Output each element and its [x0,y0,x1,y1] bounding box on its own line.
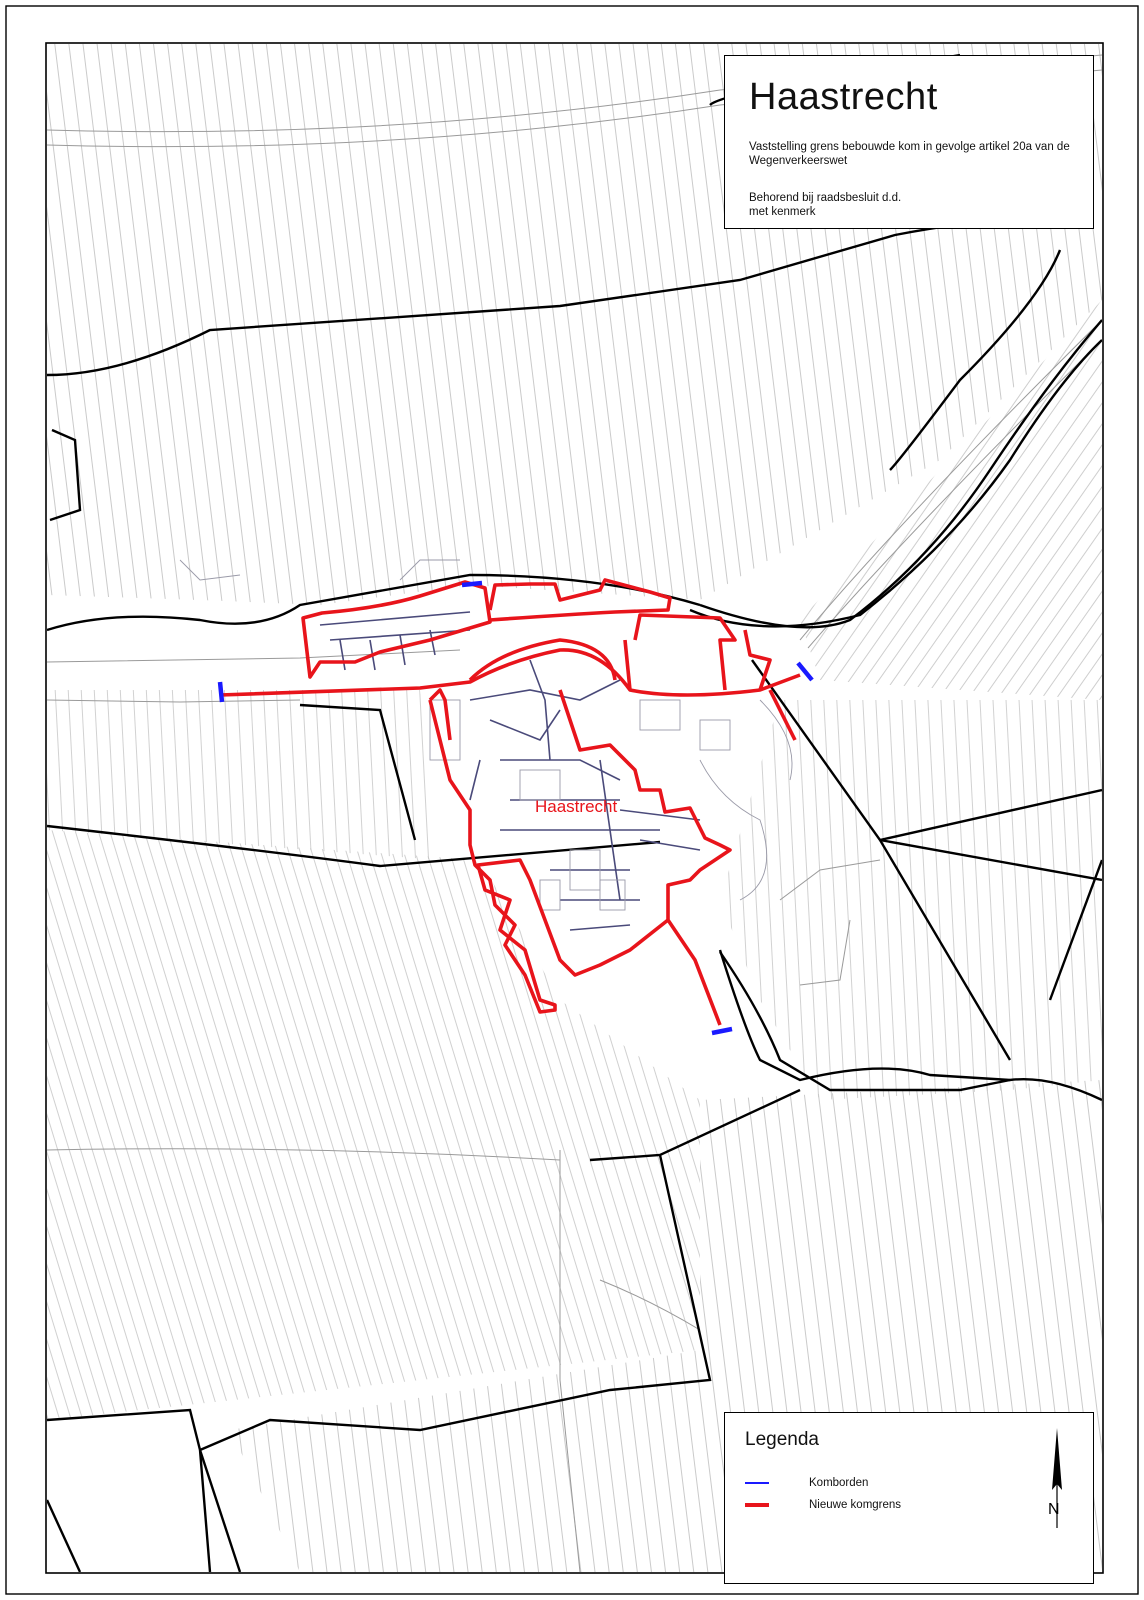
map-title: Haastrecht [749,76,938,118]
komborden [217,580,814,1036]
minor-roads [47,54,1102,1572]
legend-title: Legenda [745,1429,819,1450]
north-arrow-icon: N [1048,1428,1062,1528]
blue-line-icon [745,1482,769,1484]
decision-reference: Behorend bij raadsbesluit d.d. met kenme… [749,191,901,219]
polder-west [47,690,440,860]
map-description: Vaststelling grens bebouwde kom in gevol… [749,141,1070,167]
sign-east [796,661,814,682]
main-roads [47,53,1102,1572]
polder-east [720,700,1102,1100]
title-block: Haastrecht Vaststelling grens bebouwde k… [724,55,1094,229]
map-frame [45,42,1104,1574]
outer-frame [5,5,1139,1595]
red-line-icon [745,1503,769,1507]
map-place-label: Haastrecht [535,797,618,816]
sign-west [217,681,225,703]
sign-north [461,580,483,588]
north-letter: N [1048,1501,1060,1518]
legend-label: Komborden [809,1477,869,1489]
decision-line-2: met kenmerk [749,206,816,218]
decision-line-1: Behorend bij raadsbesluit d.d. [749,192,902,204]
komgrens [219,578,801,1026]
legend-item-komborden: Komborden [745,1477,868,1489]
legend-item-komgrens: Nieuwe komgrens [745,1499,901,1511]
legend: Legenda Komborden Nieuwe komgrens [724,1412,1094,1584]
legend-label: Nieuwe komgrens [809,1499,902,1511]
polder-southwest [47,830,700,1420]
sign-south [711,1026,733,1036]
